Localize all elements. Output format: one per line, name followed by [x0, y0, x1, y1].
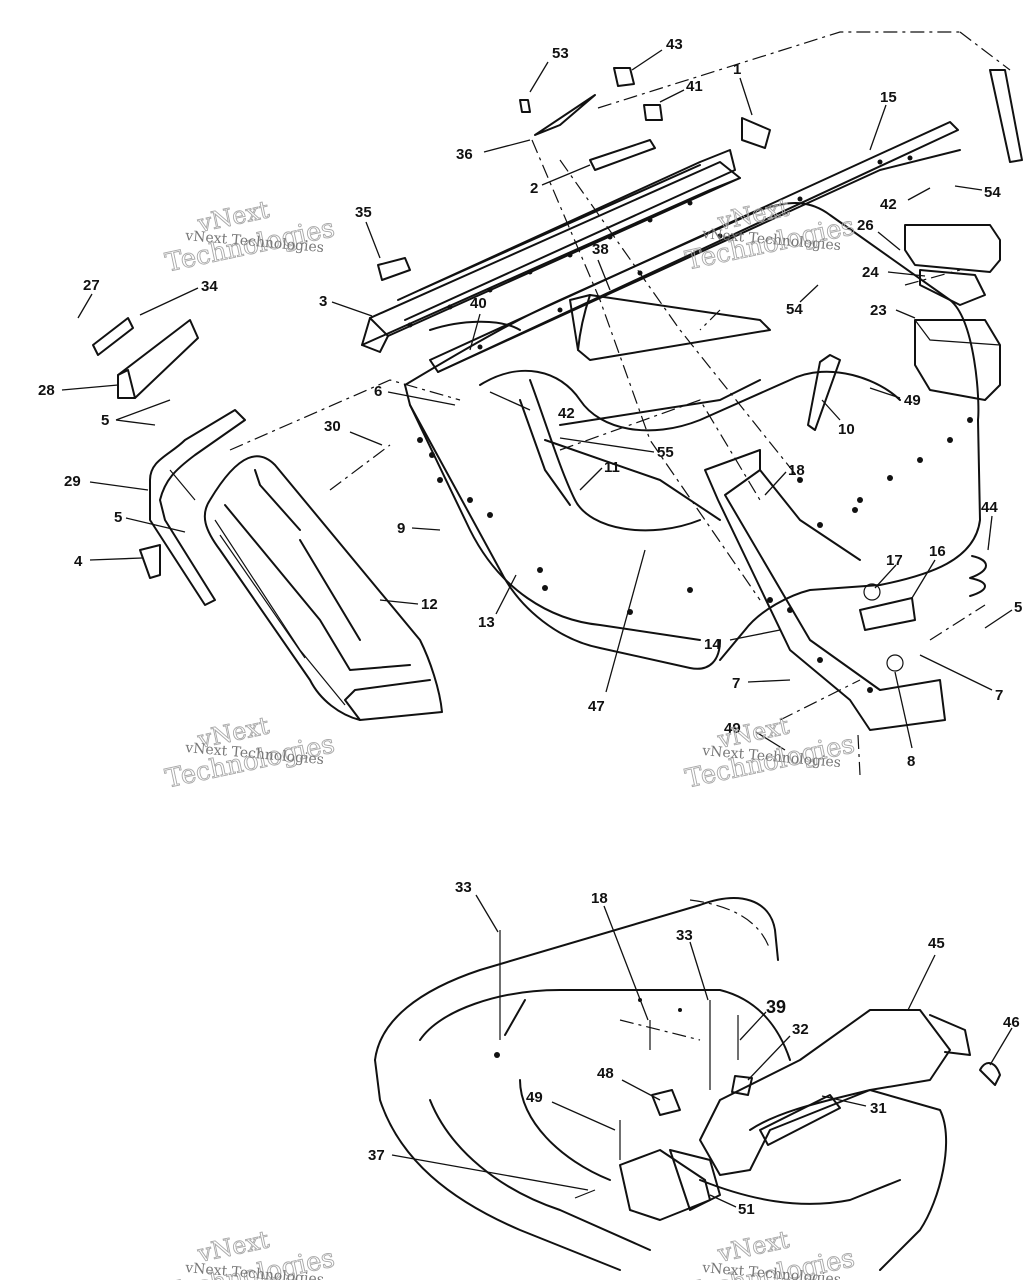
- top-cowl: [397, 149, 736, 321]
- front-bumper: [203, 455, 443, 721]
- callout-23: 23: [870, 302, 887, 319]
- callout-40: 40: [470, 295, 487, 312]
- callout-32: 32: [792, 1021, 809, 1038]
- callout-7: 7: [732, 675, 740, 692]
- callout-1: 1: [733, 61, 741, 78]
- callout-37: 37: [368, 1147, 385, 1164]
- callout-28: 28: [38, 382, 55, 399]
- callout-54: 54: [984, 184, 1001, 201]
- callout-8: 8: [907, 753, 915, 770]
- callout-49: 49: [526, 1089, 543, 1106]
- callout-49: 49: [904, 392, 921, 409]
- callout-11: 11: [604, 459, 620, 476]
- callout-labels: 53 43 41 1 15 36 2 42 54 26 35 38 24 27 …: [38, 36, 1022, 1218]
- front-bar: [361, 161, 741, 353]
- callout-4: 4: [74, 553, 83, 570]
- main-body: [404, 202, 981, 670]
- tube-rail: [139, 409, 246, 606]
- callout-5: 5: [101, 412, 109, 429]
- callout-54: 54: [786, 301, 803, 318]
- callout-51: 51: [738, 1201, 755, 1218]
- callout-18: 18: [591, 890, 608, 907]
- callout-14: 14: [704, 636, 721, 653]
- callout-38: 38: [592, 241, 609, 258]
- callout-34: 34: [201, 278, 218, 295]
- callout-27: 27: [83, 277, 100, 294]
- callout-6: 6: [374, 383, 382, 400]
- hardware-parts: [377, 67, 1023, 672]
- callout-46: 46: [1003, 1014, 1020, 1031]
- callout-12: 12: [421, 596, 438, 613]
- hinge-bracket: [499, 930, 753, 1221]
- leader-lines: [61, 49, 1013, 1208]
- callout-45: 45: [928, 935, 945, 952]
- lower-body: [374, 897, 948, 1271]
- watermark-1: vNext Technologies: [162, 195, 337, 279]
- callout-30: 30: [324, 418, 341, 435]
- callout-5: 5: [114, 509, 122, 526]
- callout-18: 18: [788, 462, 805, 479]
- seat-strap: [699, 1009, 1001, 1176]
- callout-39: 39: [766, 997, 786, 1017]
- callout-33: 33: [676, 927, 693, 944]
- callout-35: 35: [355, 204, 372, 221]
- callout-5: 5: [1014, 599, 1022, 616]
- callout-2: 2: [530, 180, 538, 197]
- callout-33: 33: [455, 879, 472, 896]
- dash-lines-upper: [229, 31, 1011, 776]
- callout-31: 31: [870, 1100, 887, 1117]
- callout-48: 48: [597, 1065, 614, 1082]
- callout-36: 36: [456, 146, 473, 163]
- callout-16: 16: [929, 543, 946, 560]
- callout-42: 42: [558, 405, 575, 422]
- center-panel: [559, 294, 771, 426]
- callout-41: 41: [686, 78, 703, 95]
- callout-10: 10: [838, 421, 855, 438]
- long-rail: [429, 121, 961, 373]
- callout-7: 7: [995, 687, 1003, 704]
- callout-15: 15: [880, 89, 897, 106]
- callout-17: 17: [886, 552, 903, 569]
- callout-44: 44: [981, 499, 998, 516]
- battery-box: [904, 224, 1001, 401]
- callout-9: 9: [397, 520, 405, 537]
- callout-26: 26: [857, 217, 874, 234]
- callout-49: 49: [724, 720, 741, 737]
- callout-13: 13: [478, 614, 495, 631]
- callout-53: 53: [552, 45, 569, 62]
- side-rail: [704, 449, 946, 731]
- callout-42: 42: [880, 196, 897, 213]
- corner-cover: [92, 317, 199, 399]
- callout-47: 47: [588, 698, 605, 715]
- callout-55: 55: [657, 444, 674, 461]
- callout-3: 3: [319, 293, 327, 310]
- callout-43: 43: [666, 36, 683, 53]
- callout-24: 24: [862, 264, 879, 281]
- callout-29: 29: [64, 473, 81, 490]
